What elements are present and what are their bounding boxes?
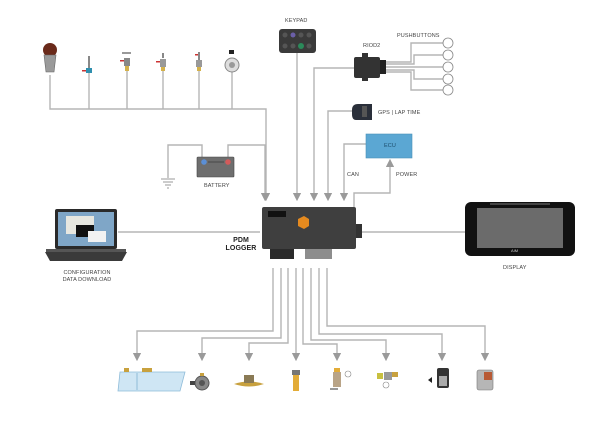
battery-power-wire: [227, 144, 270, 202]
pdm-logger-icon: [262, 207, 362, 259]
pushbutton-wires: [386, 42, 443, 91]
starter-icon: [476, 369, 494, 391]
display-brand: AiM: [511, 248, 519, 253]
fuse-box-icon: [117, 368, 186, 392]
hub-label-line2: LOGGER: [225, 245, 257, 253]
hub-label-line1: PDM: [233, 237, 249, 244]
can-wire: [339, 143, 366, 202]
gps-label: GPS | LAP TIME: [378, 110, 421, 116]
ecu-box: [365, 133, 413, 159]
battery-icon: [196, 156, 235, 178]
ecu-label: ECU: [384, 143, 396, 149]
sensor-wheel-speed-icon: [224, 50, 240, 73]
power-label: POWER: [396, 172, 418, 178]
fan-icon: [234, 375, 264, 387]
laptop-label-line1: CONFIGURATION: [63, 270, 111, 276]
sensor-temperature-icon: [43, 43, 57, 73]
valve-icon: [377, 372, 398, 389]
pump-icon: [190, 373, 210, 391]
laptop-label-line2: DATA DOWNLOAD: [62, 276, 112, 283]
laptop-label: CONFIGURATION DATA DOWNLOAD: [52, 270, 122, 283]
display-icon: [465, 202, 575, 256]
riod2-wire: [309, 67, 355, 202]
injector-icon: [292, 370, 300, 391]
pushbutton-icons: [442, 37, 454, 96]
ground-icon: [161, 178, 175, 189]
keypad-icon: [279, 29, 316, 53]
gps-module-icon: [352, 104, 372, 120]
actuator-wires: [132, 268, 490, 362]
sensor-position-icon: [156, 53, 166, 71]
motor-icon: [428, 368, 449, 388]
display-label: DISPLAY: [503, 265, 527, 271]
sensor-oil-icon: [195, 52, 202, 71]
riod2-connector-icon: [354, 53, 386, 81]
battery-label: BATTERY: [204, 183, 230, 189]
riod2-label: RIOD2: [363, 43, 381, 49]
sensor-bus-wires: [49, 70, 271, 202]
battery-ground-wire: [167, 144, 203, 178]
sensor-pressure-icon: [82, 56, 92, 73]
keypad-label: KEYPAD: [285, 18, 308, 24]
sensor-speed-icon: [120, 52, 131, 71]
can-label: CAN: [347, 172, 359, 178]
solenoid-icon: [330, 368, 352, 390]
laptop-icon: [45, 209, 127, 261]
pushbuttons-label: PUSHBUTTONS: [397, 33, 440, 39]
gps-wire: [323, 110, 352, 202]
hub-label: PDM LOGGER: [224, 237, 258, 254]
power-wire: [353, 158, 395, 207]
